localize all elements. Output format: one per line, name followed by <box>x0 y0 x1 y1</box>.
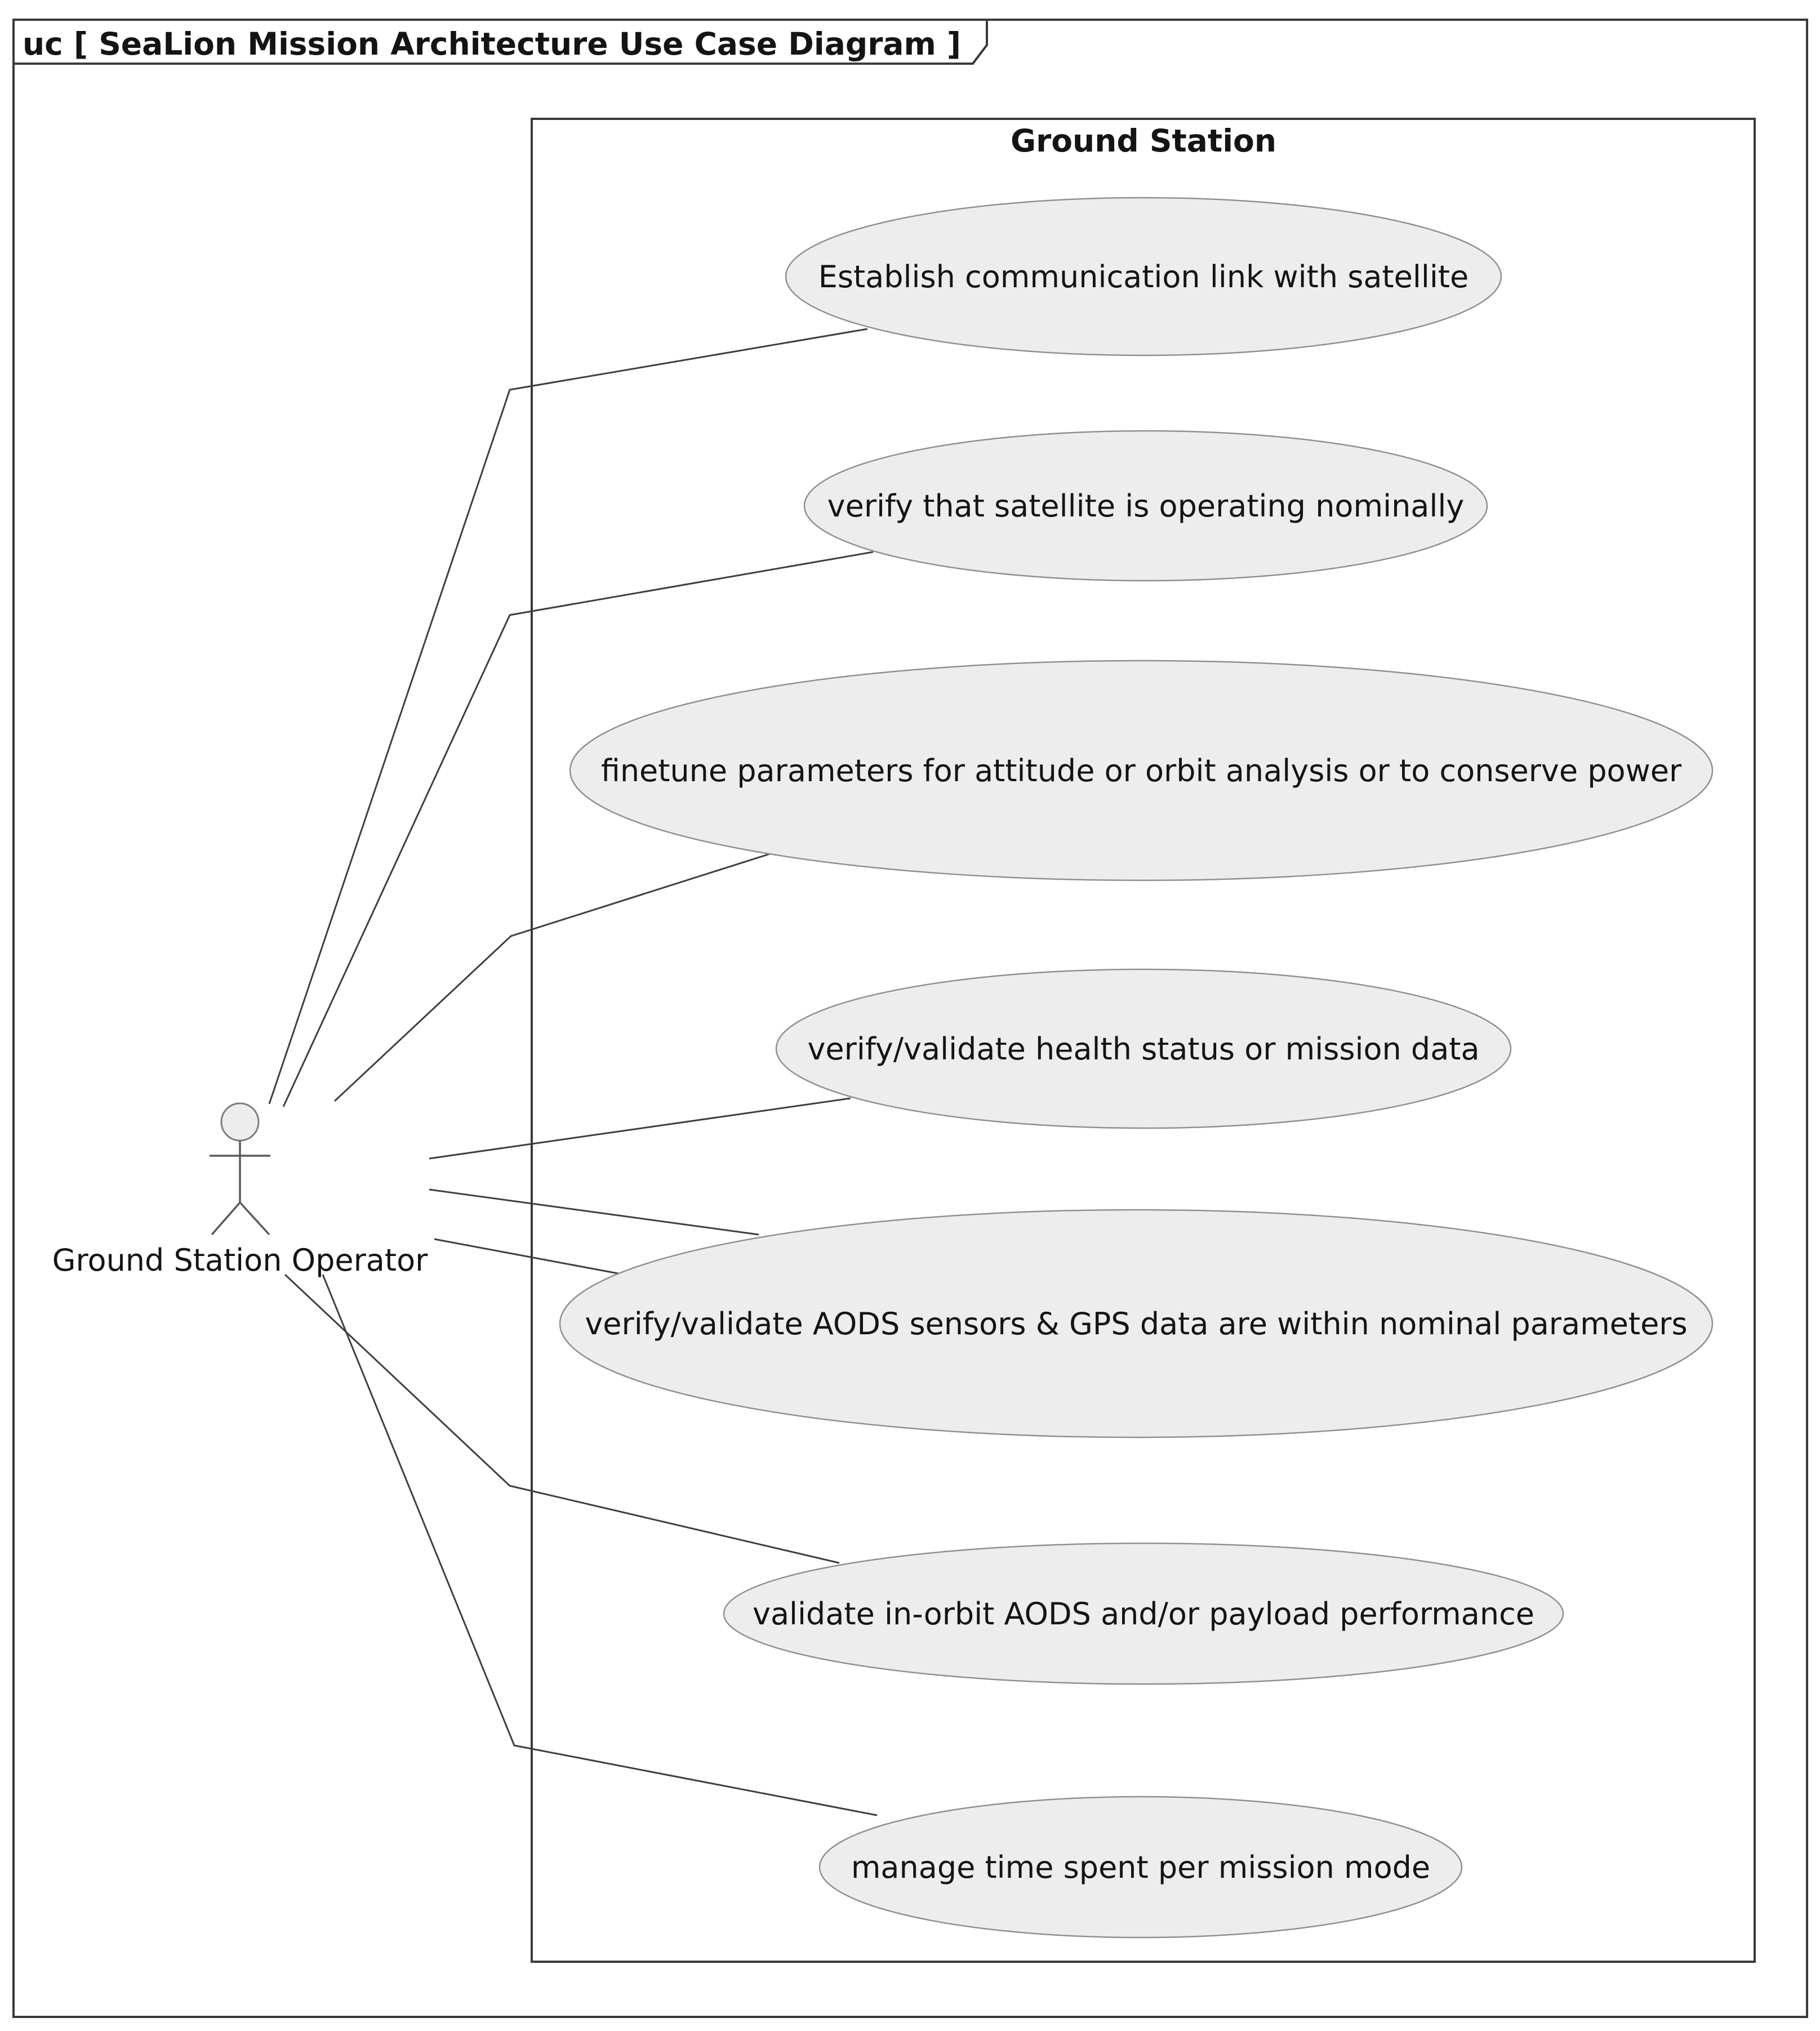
system-boundary-title: Ground Station <box>1011 123 1276 159</box>
diagram-title: uc [ SeaLion Mission Architecture Use Ca… <box>23 26 961 62</box>
use-case-ellipse <box>785 197 1502 357</box>
use-case-label: Establish communication link with satell… <box>818 259 1469 295</box>
actor-ground-station-operator: Ground Station Operator <box>52 1102 428 1278</box>
actor-label: Ground Station Operator <box>52 1242 428 1278</box>
association-line <box>429 1188 759 1236</box>
association-line <box>333 852 772 1102</box>
use-case-label: manage time spent per mission mode <box>851 1850 1430 1885</box>
use-case-label: verify/validate AODS sensors & GPS data … <box>585 1306 1687 1342</box>
association-line <box>282 551 874 1107</box>
association-line <box>268 328 868 1104</box>
use-case-establish-communication-link: Establish communication link with satell… <box>785 197 1502 357</box>
association-line <box>322 1274 878 1816</box>
use-case-label: finetune parameters for attitude or orbi… <box>601 753 1682 789</box>
frame-title-tab <box>12 19 988 65</box>
use-case-label: validate in-orbit AODS and/or payload pe… <box>753 1596 1534 1632</box>
use-case-ellipse <box>559 1209 1714 1438</box>
use-case-ellipse <box>569 660 1714 881</box>
use-case-verify-satellite-nominal: verify that satellite is operating nomin… <box>803 430 1488 582</box>
use-case-label: verify/validate health status or mission… <box>807 1031 1479 1067</box>
use-case-ellipse <box>818 1796 1463 1939</box>
use-case-validate-in-orbit-performance: validate in-orbit AODS and/or payload pe… <box>723 1542 1564 1685</box>
use-case-finetune-parameters: finetune parameters for attitude or orbi… <box>569 660 1714 881</box>
actor-left-leg-icon <box>211 1201 241 1236</box>
actor-head-icon <box>220 1102 260 1142</box>
use-case-ellipse <box>803 430 1488 582</box>
actor-right-leg-icon <box>239 1201 270 1236</box>
use-case-verify-aods-gps-data: verify/validate AODS sensors & GPS data … <box>559 1209 1714 1438</box>
associations <box>268 328 878 1816</box>
association-line <box>434 1238 625 1276</box>
association-line <box>284 1273 840 1564</box>
use-case-ellipse <box>723 1542 1564 1685</box>
use-case-label: verify that satellite is operating nomin… <box>827 488 1465 524</box>
use-case-ellipse <box>775 968 1512 1129</box>
association-line <box>429 1097 851 1160</box>
use-case-verify-health-status: verify/validate health status or mission… <box>775 968 1512 1129</box>
use-case-manage-mission-mode-time: manage time spent per mission mode <box>818 1796 1463 1939</box>
